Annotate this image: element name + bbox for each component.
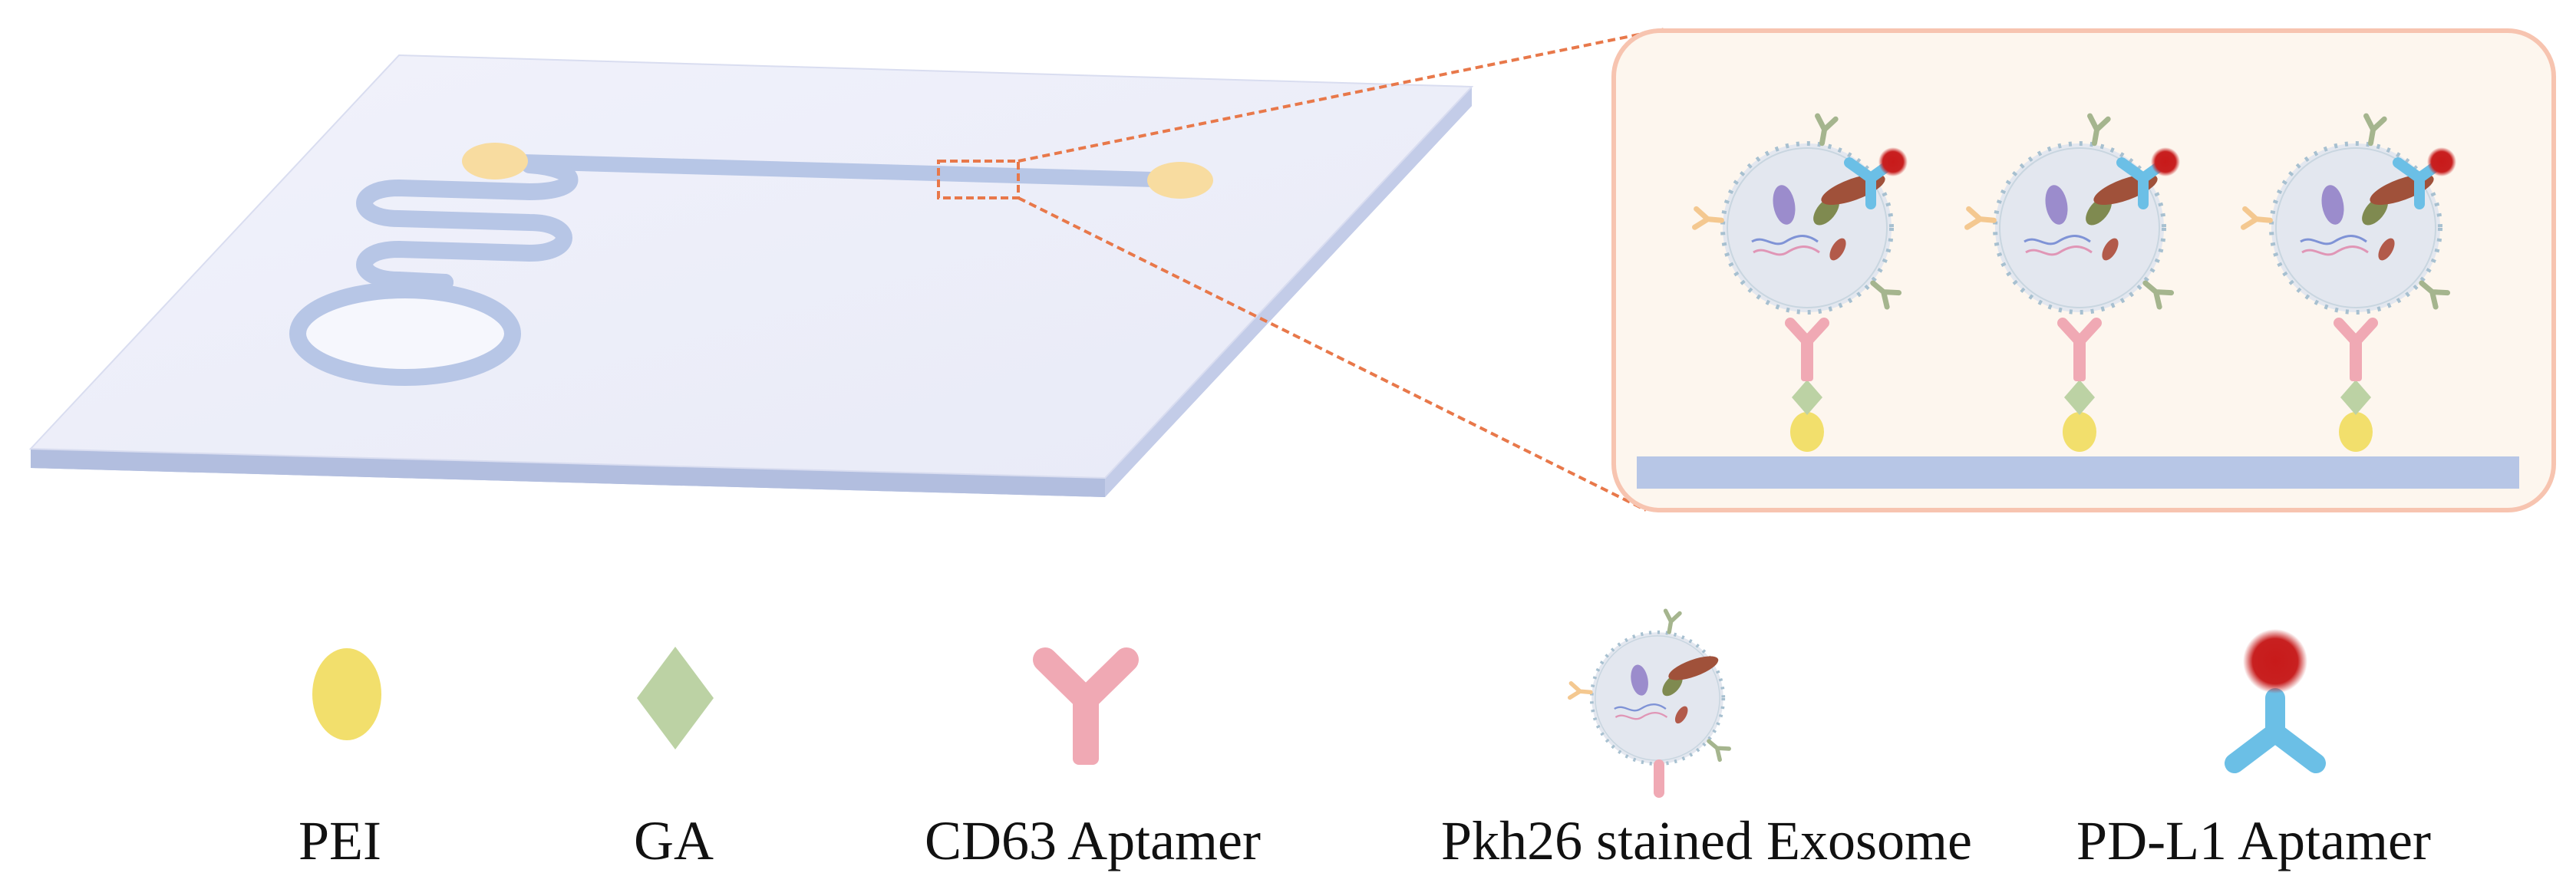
microfluidic-chip-icon	[28, 54, 1474, 497]
exosome-icon	[1570, 611, 1730, 798]
pei-icon	[312, 648, 381, 740]
legend-label-ga: GA	[634, 810, 714, 871]
chip-reservoir	[289, 282, 521, 386]
zoom-connector-lines	[1018, 28, 1666, 512]
chip-inlet	[462, 143, 528, 180]
legend-label-cd63-aptamer: CD63 Aptamer	[925, 810, 1261, 871]
exosome-capture-2	[1967, 116, 2180, 452]
exosome-capture-3	[2244, 116, 2456, 452]
legend-label-pdl1-aptamer: PD-L1 Aptamer	[2076, 810, 2431, 871]
exosome-capture-1	[1695, 116, 1908, 452]
cd63-aptamer-icon	[1033, 647, 1139, 765]
zoom-region-marker	[937, 160, 1020, 199]
legend	[312, 611, 2326, 798]
zoomed-inset	[1611, 28, 2556, 512]
legend-label-exosome: Pkh26 stained Exosome	[1441, 810, 1972, 871]
pdl1-aptamer-icon	[2225, 629, 2326, 773]
substrate	[1637, 456, 2519, 489]
legend-label-pei: PEI	[298, 810, 381, 871]
ga-icon	[637, 647, 714, 749]
chip-outlet	[1147, 162, 1213, 199]
